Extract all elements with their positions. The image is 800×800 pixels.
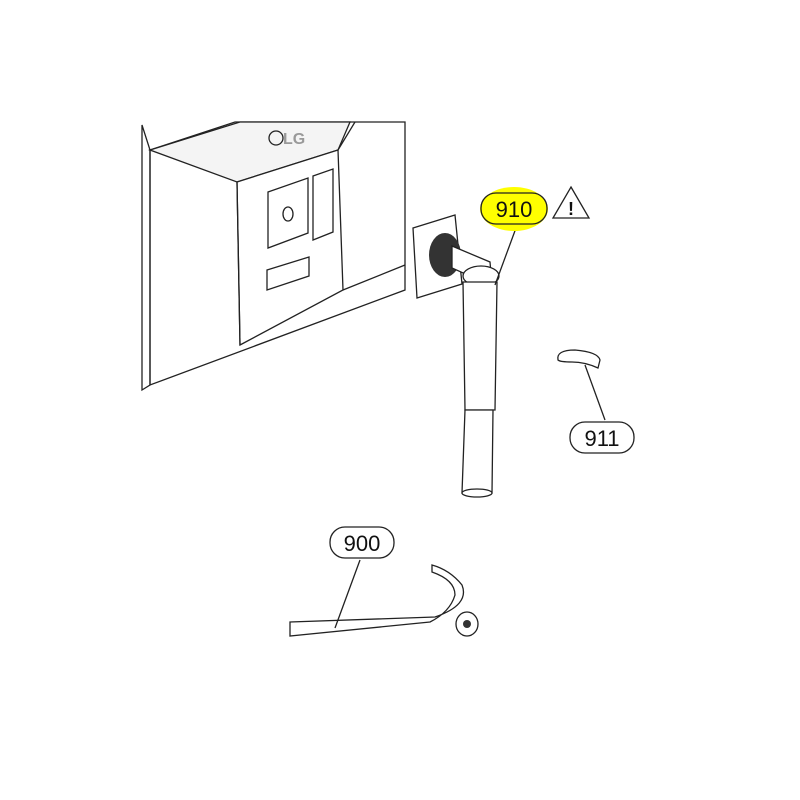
stand-base-part-900: [289, 564, 479, 637]
callout-900: 900: [329, 526, 395, 559]
part-number-900: 900: [344, 531, 381, 556]
callout-910: 910: [480, 187, 548, 231]
callout-911: 911: [569, 421, 635, 454]
cable-clip-part-911: [557, 349, 601, 369]
stand-neck-part-910: [412, 214, 500, 498]
monitor-back: LG: [141, 121, 406, 392]
part-number-910: 910: [496, 197, 533, 222]
part-number-911: 911: [584, 426, 619, 451]
lg-logo: LG: [283, 131, 305, 148]
svg-text:!: !: [568, 199, 574, 219]
warning-icon: !: [551, 185, 591, 219]
